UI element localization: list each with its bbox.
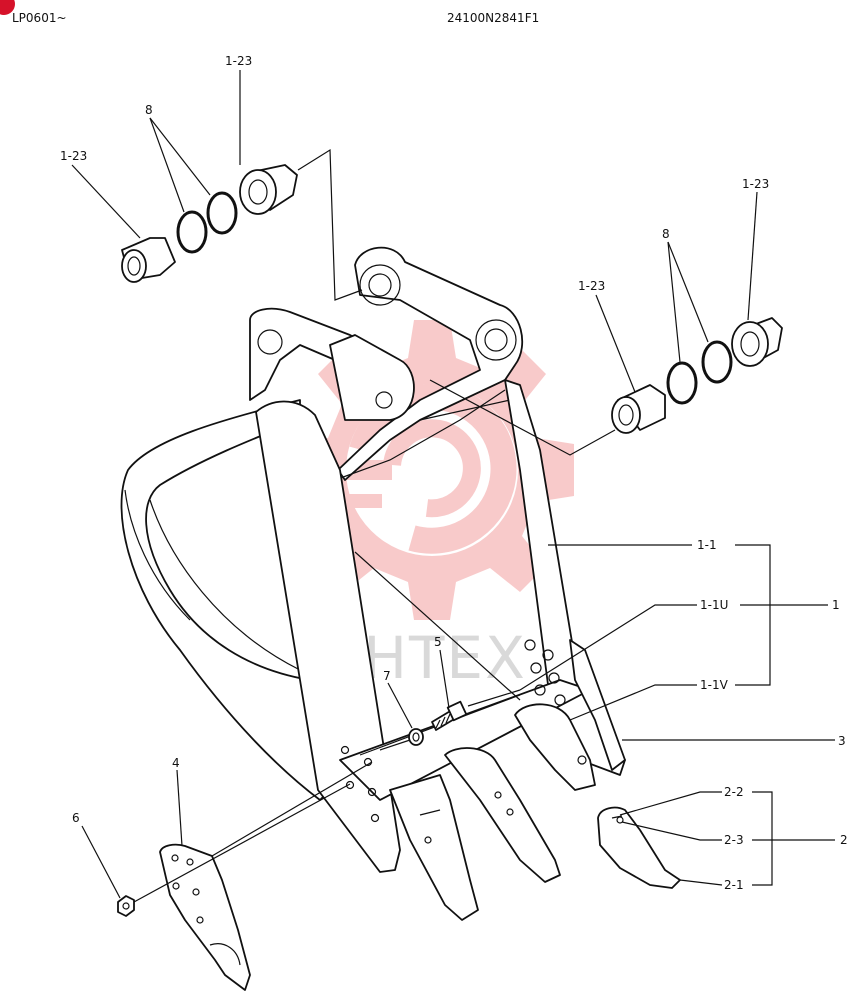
o-ring-right-1 (666, 361, 698, 405)
leader-lines (71, 70, 835, 903)
callout-6: 6 (72, 811, 80, 825)
callout-1: 1 (832, 598, 840, 612)
callout-1-23-right-top: 1-23 (742, 177, 769, 191)
callout-2-3: 2-3 (724, 833, 744, 847)
callout-8-right: 8 (662, 227, 670, 241)
side-cutter (159, 843, 251, 991)
callout-2: 2 (840, 833, 848, 847)
callout-2-2: 2-2 (724, 785, 744, 799)
o-ring-left-1 (176, 210, 208, 254)
o-ring-right-2 (701, 340, 733, 384)
callout-7: 7 (383, 669, 391, 683)
callout-3: 3 (838, 734, 846, 748)
callout-1-1v: 1-1V (700, 678, 729, 692)
washer (408, 728, 424, 746)
bushing-left-2 (239, 164, 298, 215)
drawing-number: 24100N2841F1 (447, 11, 539, 25)
callout-4: 4 (172, 756, 180, 770)
callout-5: 5 (434, 635, 442, 649)
o-ring-left-2 (206, 191, 238, 235)
callout-1-1: 1-1 (697, 538, 717, 552)
nut (117, 895, 135, 917)
callout-8-left: 8 (145, 103, 153, 117)
callout-1-23-left: 1-23 (60, 149, 87, 163)
bucket-tooth (597, 806, 681, 889)
callout-1-23-right: 1-23 (578, 279, 605, 293)
bucket-assembly (120, 246, 626, 921)
bushing-left-1 (121, 237, 176, 283)
serial-range: LP0601~ (12, 11, 67, 25)
bolt (431, 700, 468, 731)
corner-marker (0, 0, 15, 15)
bushing-right-2 (731, 317, 783, 367)
callout-1-23-top: 1-23 (225, 54, 252, 68)
bushing-right-1 (611, 384, 666, 434)
callout-2-1: 2-1 (724, 878, 744, 892)
callout-1-1u: 1-1U (700, 598, 728, 612)
